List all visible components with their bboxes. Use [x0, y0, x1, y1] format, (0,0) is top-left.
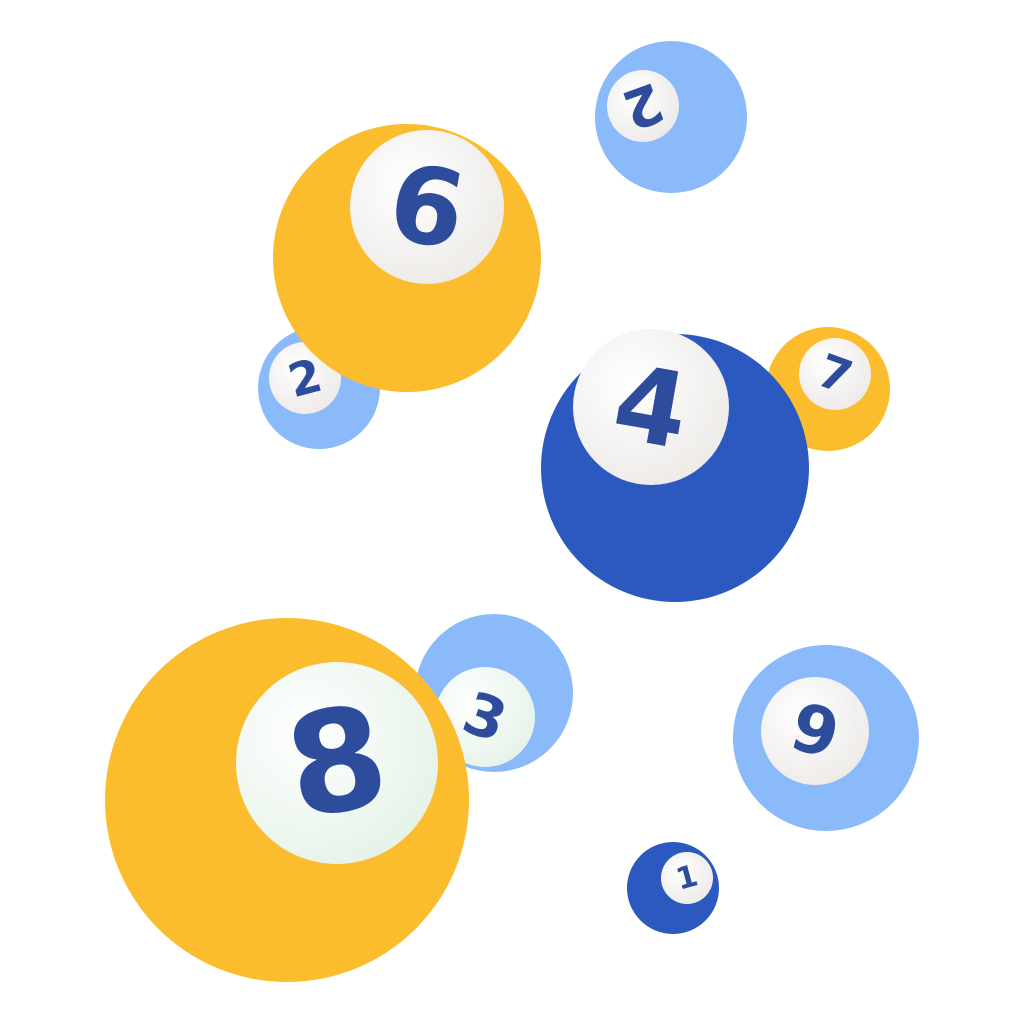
ball-face: [573, 329, 729, 485]
ball-2-small: 2: [595, 41, 747, 193]
ball-face: [661, 852, 713, 904]
ball-4: 4: [541, 329, 809, 602]
ball-1: 1: [627, 842, 719, 934]
ball-face: [350, 130, 504, 284]
ball-8: 8: [105, 618, 469, 982]
ball-face: [435, 667, 535, 767]
ball-face: [236, 662, 438, 864]
ball-face: [761, 677, 869, 785]
ball-2-large: 6: [273, 124, 541, 392]
ball-9: 9: [733, 645, 919, 831]
ball-face: [607, 70, 679, 142]
ball-3: 3: [415, 614, 573, 772]
ball-face: [799, 338, 871, 410]
